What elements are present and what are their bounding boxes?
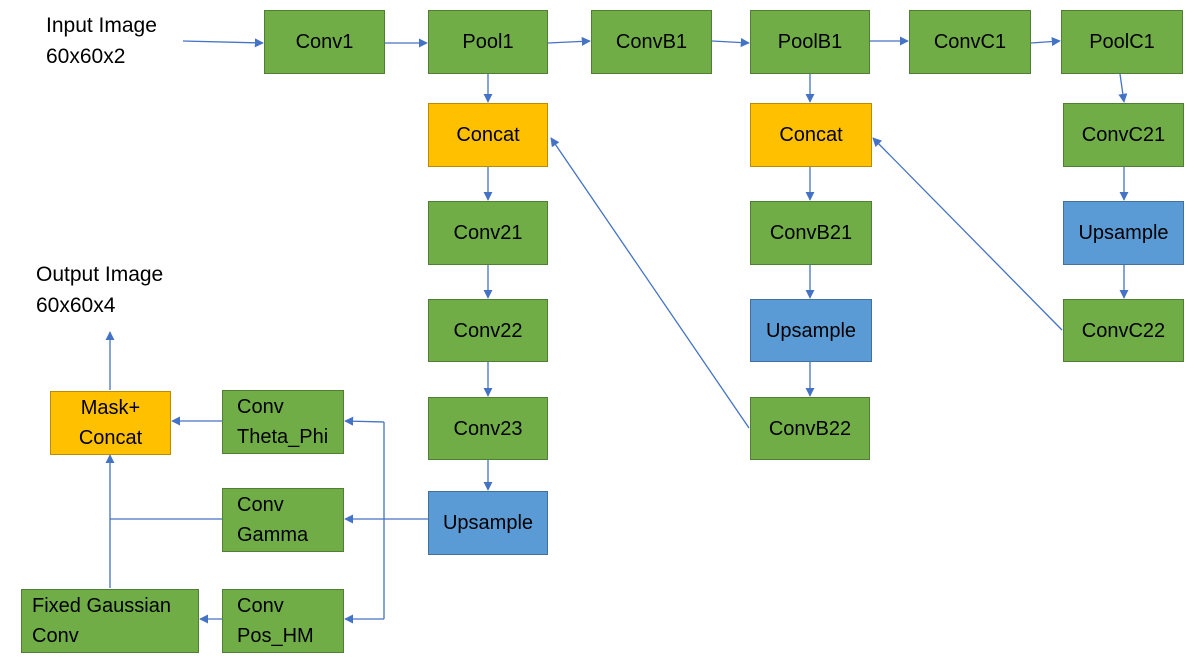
node-pool1: Pool1 (428, 10, 548, 74)
node-poolb1: PoolB1 (750, 10, 870, 74)
node-convc22-label: ConvC22 (1081, 319, 1166, 342)
node-fixed-gaussian-line1: Fixed Gaussian (32, 595, 171, 617)
node-upsample-3-label: Upsample (1078, 222, 1169, 244)
node-convb1-label: ConvB1 (615, 31, 688, 53)
node-conv1-label: Conv1 (295, 31, 354, 53)
node-fixed-gaussian-conv: Fixed Gaussian Conv (21, 589, 199, 653)
node-upsample-1-label: Upsample (442, 512, 534, 534)
node-conv22-label: Conv22 (453, 319, 523, 342)
input-image-title: Input Image (46, 14, 157, 37)
node-mask-concat: Mask+ Concat (50, 391, 171, 455)
node-pool1-label: Pool1 (462, 31, 514, 53)
node-conv-gamma: Conv Gamma (222, 488, 344, 552)
input-image-dims: 60x60x2 (46, 45, 126, 68)
node-convc1-label: ConvC1 (933, 31, 1007, 53)
node-convb22-label: ConvB22 (768, 417, 852, 440)
output-image-title: Output Image (36, 263, 164, 286)
node-conv-theta-phi-line1: Conv (237, 396, 284, 418)
arrow-convc22-to-concat2 (872, 137, 1063, 331)
node-conv-theta-phi-line2: Theta_Phi (237, 426, 329, 448)
node-convb1: ConvB1 (591, 10, 712, 74)
node-conv21-label: Conv21 (453, 222, 523, 244)
input-image-label: Input Image 60x60x2 (46, 10, 157, 72)
node-conv21: Conv21 (428, 201, 548, 265)
arrow-pool1-to-convb1 (547, 36, 591, 46)
node-concat-2-label: Concat (779, 124, 843, 146)
node-conv1: Conv1 (264, 10, 385, 74)
node-concat-1-label: Concat (456, 124, 520, 146)
arrow-branch-to-theta-phi (344, 416, 385, 426)
node-concat-2: Concat (750, 103, 872, 167)
arrow-convc1-to-poolc1 (1030, 37, 1061, 47)
node-conv23: Conv23 (428, 397, 548, 460)
node-conv-pos-hm-line1: Conv (237, 595, 284, 617)
node-convb21-label: ConvB21 (769, 222, 853, 244)
node-conv-gamma-line2: Gamma (237, 524, 309, 546)
node-upsample-1: Upsample (428, 491, 548, 555)
node-conv22: Conv22 (428, 299, 548, 362)
node-upsample-2: Upsample (750, 299, 872, 362)
node-conv-pos-hm: Conv Pos_HM (222, 589, 344, 653)
node-conv-gamma-line1: Conv (237, 494, 284, 516)
node-fixed-gaussian-line2: Conv (32, 625, 79, 647)
output-image-label: Output Image 60x60x4 (36, 259, 163, 321)
arrow-poolc1-to-convc21 (1118, 73, 1128, 103)
node-conv23-label: Conv23 (453, 417, 523, 440)
node-convb21: ConvB21 (750, 201, 872, 265)
node-convc22: ConvC22 (1063, 299, 1184, 362)
node-conv-theta-phi: Conv Theta_Phi (222, 390, 344, 454)
node-poolc1-label: PoolC1 (1089, 31, 1155, 53)
node-poolb1-label: PoolB1 (777, 31, 843, 53)
node-convc1: ConvC1 (909, 10, 1031, 74)
node-upsample-3: Upsample (1063, 201, 1184, 265)
arrow-input-to-conv1 (182, 38, 264, 48)
node-concat-1: Concat (428, 103, 548, 167)
arrow-convb22-to-concat1 (550, 137, 750, 429)
node-mask-concat-line2: Concat (78, 427, 143, 449)
node-convc21: ConvC21 (1063, 103, 1184, 167)
node-conv-pos-hm-line2: Pos_HM (237, 625, 314, 647)
node-mask-concat-line1: Mask+ (80, 397, 141, 419)
node-upsample-2-label: Upsample (765, 319, 857, 342)
node-poolc1: PoolC1 (1061, 10, 1183, 74)
node-convb22: ConvB22 (750, 397, 870, 460)
arrow-convb1-to-poolb1 (711, 38, 750, 48)
output-image-dims: 60x60x4 (36, 294, 116, 317)
node-convc21-label: ConvC21 (1081, 124, 1166, 146)
